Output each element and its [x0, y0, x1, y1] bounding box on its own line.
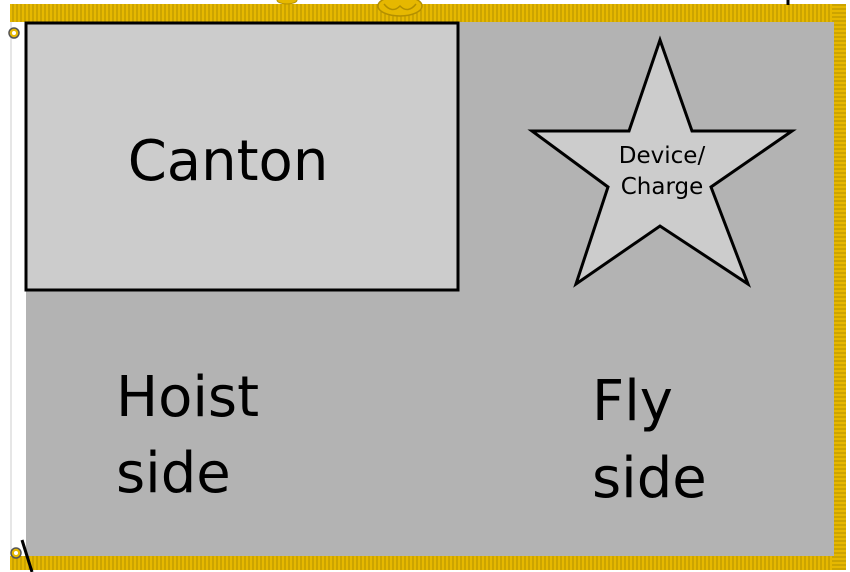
rope-line	[20, 539, 34, 572]
tassel-ornament-icon	[377, 0, 423, 17]
hoist-label-line1: Hoist	[116, 365, 259, 430]
fringe-bottom	[10, 556, 844, 570]
fringe-right	[832, 4, 846, 570]
fringe-top	[10, 4, 844, 22]
grommet-top-icon	[8, 27, 20, 39]
tassel-ornament-small-icon	[276, 0, 298, 5]
hoist-sleeve	[4, 22, 26, 556]
canton-rect	[24, 21, 460, 292]
fly-label-line2: side	[592, 446, 707, 511]
grommet-bottom-icon	[10, 547, 22, 559]
device-label-line1: Device/	[619, 143, 706, 169]
device-star	[527, 35, 797, 288]
canton-label: Canton	[128, 129, 329, 194]
hoist-label-line2: side	[116, 441, 231, 506]
fly-label-line1: Fly	[592, 369, 673, 434]
device-label-line2: Charge	[621, 174, 704, 200]
